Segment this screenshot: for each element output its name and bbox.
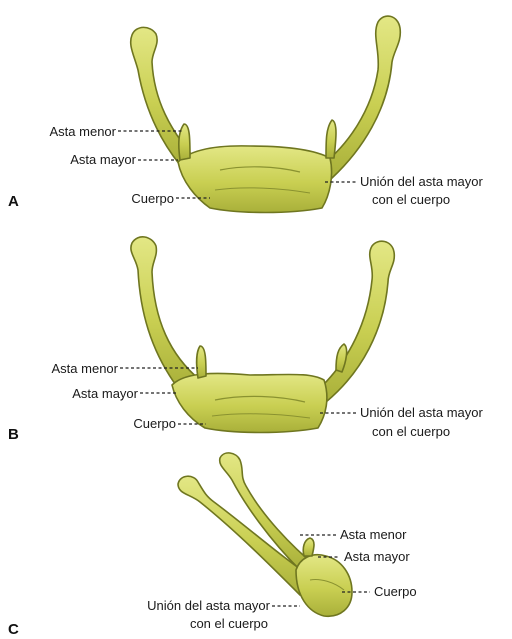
panel-letter-c: C [8, 621, 19, 638]
hyoid-illustration-c [178, 453, 352, 616]
lesser-horn-right-a [326, 120, 336, 158]
lesser-horn-left-b [197, 346, 206, 378]
lesser-horn-left-a [179, 124, 190, 160]
greater-horn-left-b [131, 237, 200, 388]
lesser-horn-c [303, 538, 314, 556]
hyoid-body-a [178, 146, 332, 213]
label-union-line2-c: con el cuerpo [140, 616, 268, 631]
label-union-line1-b: Unión del asta mayor [360, 405, 483, 420]
panel-letter-a: A [8, 193, 19, 210]
label-cuerpo-b: Cuerpo [112, 416, 176, 431]
label-asta-menor-c: Asta menor [340, 527, 406, 542]
label-asta-mayor-a: Asta mayor [38, 152, 136, 167]
label-asta-mayor-c: Asta mayor [344, 549, 410, 564]
label-asta-menor-a: Asta menor [20, 124, 116, 139]
label-union-line1-a: Unión del asta mayor [360, 174, 483, 189]
label-union-line1-c: Unión del asta mayor [110, 598, 270, 613]
label-cuerpo-c: Cuerpo [374, 584, 417, 599]
greater-horn-right-b [318, 241, 394, 402]
label-cuerpo-a: Cuerpo [110, 191, 174, 206]
panel-letter-b: B [8, 426, 19, 443]
label-union-line2-a: con el cuerpo [372, 192, 450, 207]
hyoid-illustration-b [131, 237, 394, 433]
label-asta-mayor-b: Asta mayor [40, 386, 138, 401]
label-asta-menor-b: Asta menor [20, 361, 118, 376]
label-union-line2-b: con el cuerpo [372, 424, 450, 439]
